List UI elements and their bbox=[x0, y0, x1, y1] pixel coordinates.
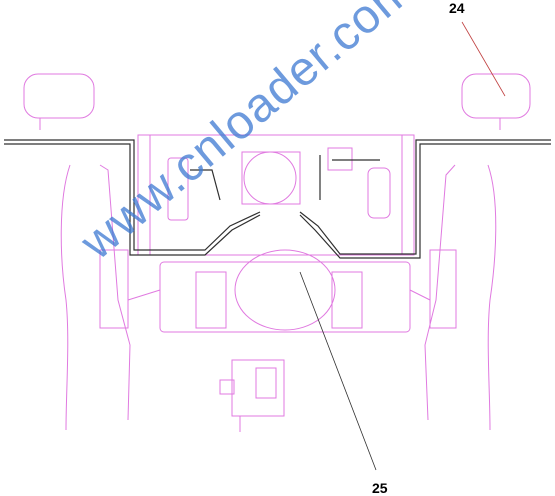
left-wheel-outline bbox=[60, 164, 71, 431]
hydraulic-line-left bbox=[4, 143, 261, 256]
right-wheel-outline bbox=[487, 164, 497, 431]
filter-canister bbox=[167, 157, 189, 221]
hydraulic-line-right bbox=[299, 143, 551, 259]
left-wheel-inner bbox=[99, 164, 131, 421]
callout-label-24: 24 bbox=[449, 0, 465, 16]
callout-label-25: 25 bbox=[372, 480, 388, 496]
leader-line-24 bbox=[461, 21, 506, 97]
frame-outline bbox=[137, 134, 415, 256]
steering-valve bbox=[243, 151, 297, 205]
right-wheel-inner bbox=[424, 164, 456, 421]
right-headlamp bbox=[461, 73, 531, 119]
leader-line-25 bbox=[299, 271, 377, 471]
axle-housing bbox=[159, 261, 411, 333]
valve-block bbox=[231, 359, 285, 417]
left-headlamp bbox=[23, 73, 95, 119]
accumulator bbox=[367, 167, 391, 219]
differential bbox=[234, 249, 336, 331]
